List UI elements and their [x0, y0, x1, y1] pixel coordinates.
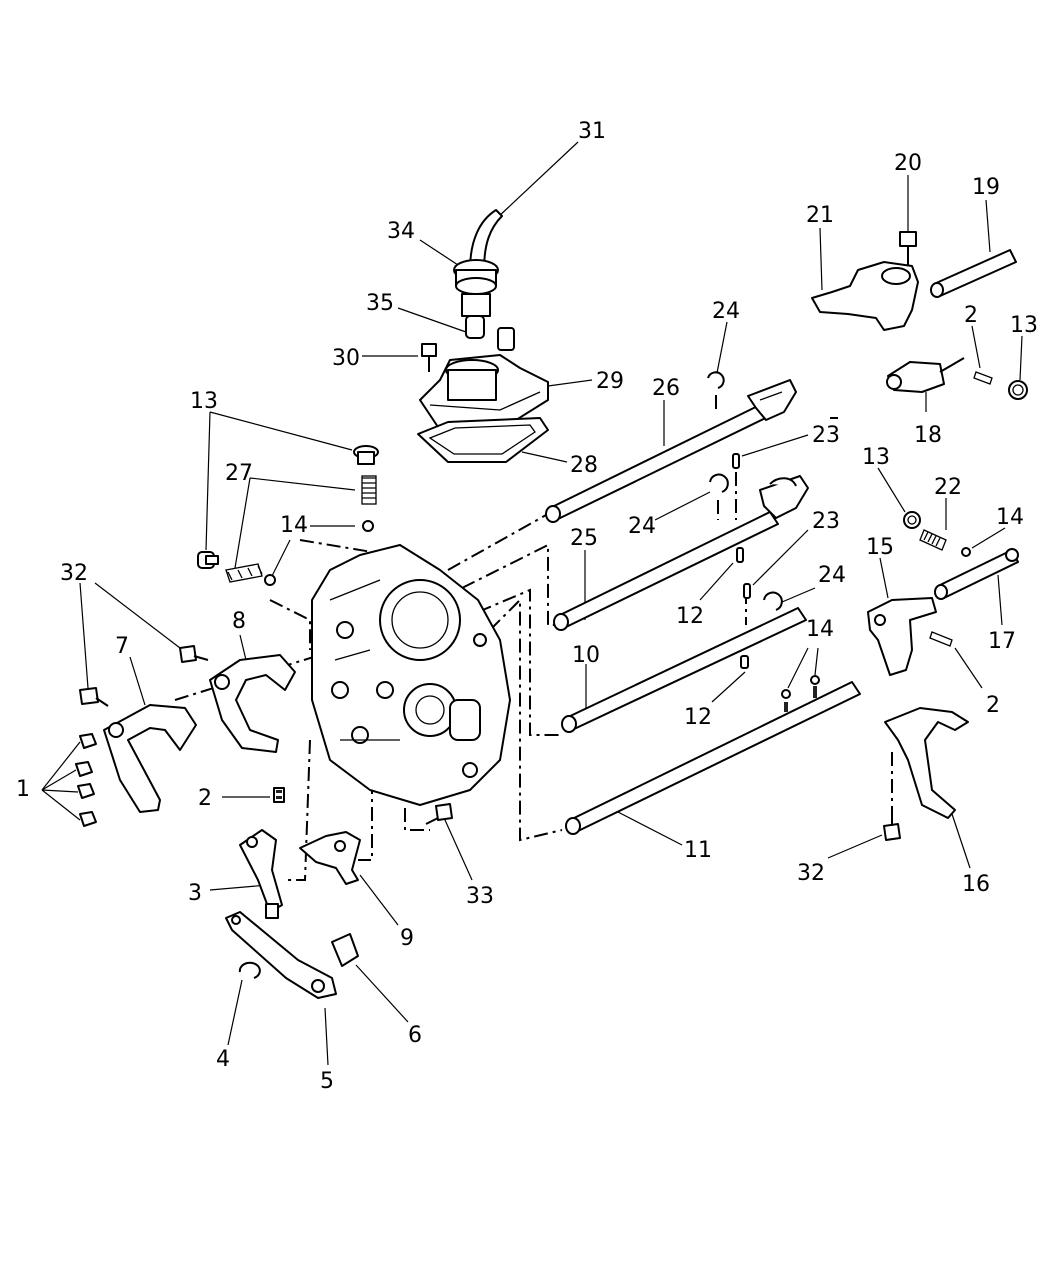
bolt-32-left	[79, 687, 109, 707]
callout-28: 28	[570, 453, 598, 478]
callout-4: 4	[216, 1047, 230, 1072]
callout-15: 15	[866, 535, 894, 560]
callout-13-left: 13	[190, 389, 218, 414]
callout-32-right: 32	[797, 861, 825, 886]
plug-13-right-top	[1008, 380, 1028, 400]
callout-23-mid: 23	[812, 509, 840, 534]
bolt-33	[425, 803, 453, 825]
callout-25: 25	[570, 526, 598, 551]
spring-27-left	[225, 563, 263, 583]
callout-22: 22	[934, 475, 962, 500]
shift-rails	[545, 249, 1019, 835]
knob-6	[331, 933, 359, 967]
lever-9	[299, 831, 361, 885]
assembly-guide-lines	[174, 255, 909, 881]
spring-27-upper	[361, 475, 377, 505]
shift-rail-25	[553, 475, 809, 631]
callout-26: 26	[652, 376, 680, 401]
callout-11: 11	[684, 838, 712, 863]
shift-fork-8	[209, 654, 296, 753]
levers	[225, 829, 361, 999]
callout-17: 17	[988, 629, 1016, 654]
transmission-case	[311, 544, 511, 806]
callout-3: 3	[188, 881, 202, 906]
callout-24-top: 24	[712, 299, 740, 324]
callout-14-right: 14	[996, 505, 1024, 530]
callout-33: 33	[466, 884, 494, 909]
callout-8: 8	[232, 609, 246, 634]
nuts-1	[75, 733, 97, 827]
bolt-20	[899, 231, 917, 256]
callout-19: 19	[972, 175, 1000, 200]
callout-14-lower: 14	[806, 617, 834, 642]
spring-2-upper	[973, 371, 993, 385]
callout-12-lower: 12	[684, 705, 712, 730]
shift-forks	[103, 654, 969, 819]
bolt-32-right	[883, 812, 901, 841]
callout-34: 34	[387, 219, 415, 244]
callout-2-lower-left: 2	[198, 786, 212, 811]
callout-13-right-mid: 13	[862, 445, 890, 470]
callout-35: 35	[366, 291, 394, 316]
small-hardware	[75, 231, 1028, 841]
callout-6: 6	[408, 1023, 422, 1048]
callout-18: 18	[914, 423, 942, 448]
spring-22	[919, 529, 947, 551]
pin-2-lower-left	[273, 787, 285, 803]
lever-21	[811, 261, 919, 331]
callout-30: 30	[332, 346, 360, 371]
callout-24-right: 24	[818, 563, 846, 588]
bolt-32-mid	[179, 645, 209, 663]
callout-9: 9	[400, 926, 414, 951]
pin-2-right	[929, 631, 953, 647]
callout-20: 20	[894, 151, 922, 176]
callout-16: 16	[962, 872, 990, 897]
shift-rail-19	[930, 249, 1017, 298]
plug-13-top	[353, 445, 379, 465]
shift-fork-7	[103, 704, 197, 813]
callout-23-top: 23	[812, 423, 840, 448]
clip-4	[238, 961, 261, 979]
callout-21: 21	[806, 203, 834, 228]
fork-15	[867, 597, 937, 676]
shift-rail-11	[565, 681, 861, 835]
shift-rail-26	[545, 379, 797, 523]
callout-27: 27	[225, 461, 253, 486]
callout-7: 7	[115, 634, 129, 659]
callout-1: 1	[16, 777, 30, 802]
shifter-assembly	[417, 209, 549, 463]
lever-5	[225, 911, 337, 999]
callout-10: 10	[572, 643, 600, 668]
callout-12-mid: 12	[676, 604, 704, 629]
callout-2-right-top: 2	[964, 303, 978, 328]
lever-3	[239, 829, 283, 919]
plug-13-right-mid	[903, 511, 921, 529]
callout-2-right-mid: 2	[986, 693, 1000, 718]
shift-rail-17	[934, 548, 1019, 600]
callout-29: 29	[596, 369, 624, 394]
select-lever-assembly	[811, 261, 965, 676]
callout-14-left: 14	[280, 513, 308, 538]
callout-5: 5	[320, 1069, 334, 1094]
callout-labels: 31 34 35 30 29 28 26 24 23 24 23 25 12 2…	[16, 119, 1038, 1094]
callout-24-mid: 24	[628, 514, 656, 539]
shift-rail-10	[561, 607, 807, 733]
interlock-18	[886, 357, 965, 393]
callout-13-right-top: 13	[1010, 313, 1038, 338]
bolt-30	[421, 343, 437, 372]
shift-fork-16	[884, 707, 969, 819]
plug-13-left	[197, 551, 219, 569]
callout-31: 31	[578, 119, 606, 144]
callout-32-left: 32	[60, 561, 88, 586]
